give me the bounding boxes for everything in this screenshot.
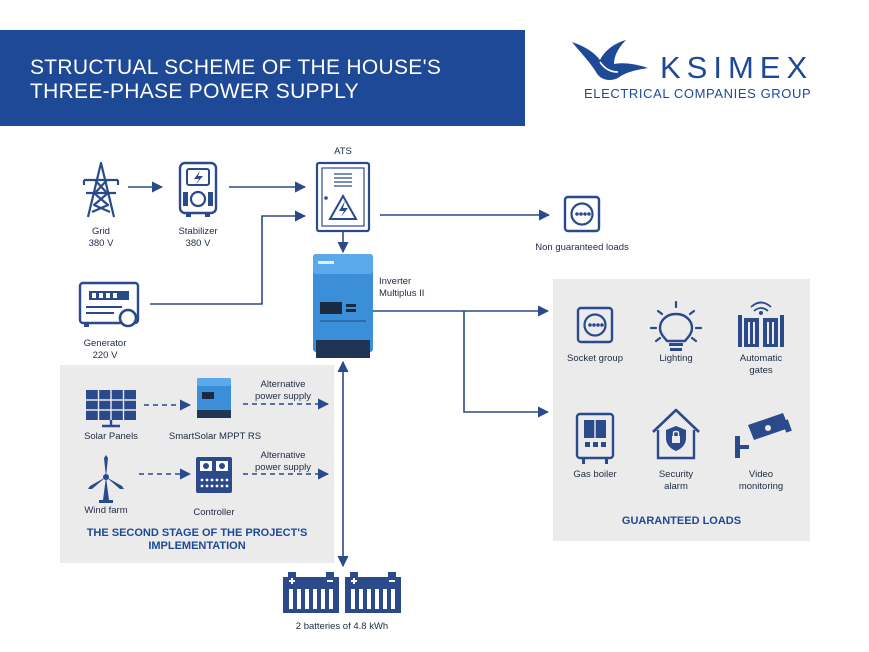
mppt-label: SmartSolar MPPT RS (168, 431, 262, 442)
inverter-icon (313, 254, 373, 358)
generator-icon (78, 281, 140, 328)
boiler-icon (575, 412, 615, 464)
title-line-2: THREE-PHASE POWER SUPPLY (30, 80, 359, 103)
battery-icon (345, 572, 401, 613)
electrical-cabinet-icon (315, 161, 371, 233)
wind-turbine-icon (88, 455, 124, 503)
second-stage-heading: THE SECOND STAGE OF THE PROJECT'S IMPLEM… (86, 527, 308, 552)
guaranteed-loads-heading: GUARANTEED LOADS (621, 515, 742, 527)
generator-label: Generator 220 V (83, 338, 127, 361)
logo-subtitle: ELECTRICAL COMPANIES GROUP (584, 86, 812, 101)
title-bar (0, 30, 525, 126)
lightbulb-icon (649, 300, 703, 351)
page-title: STRUCTUAL SCHEME OF THE HOUSE'S THREE-PH… (30, 56, 510, 104)
power-tower-icon (82, 161, 120, 218)
non-guaranteed-label: Non guaranteed loads (535, 242, 629, 253)
guaranteed-lower-arrow (463, 311, 550, 418)
guaranteed-item-label: Automatic gates (739, 353, 783, 376)
batteries-label: 2 batteries of 4.8 kWh (295, 621, 389, 632)
guaranteed-item-label: Lighting (659, 353, 693, 364)
alt-supply-label-2: Alternative power supply (255, 450, 311, 473)
gate-icon (738, 301, 784, 347)
mppt-controller-icon (197, 378, 231, 418)
wind-label: Wind farm (84, 505, 128, 516)
cctv-camera-icon (735, 413, 792, 458)
generator-to-ats-arrow (150, 210, 307, 305)
logo-name: KSIMEX (660, 50, 814, 85)
controller-label: Controller (193, 507, 235, 518)
socket-icon (563, 195, 601, 233)
alt-supply-label-1: Alternative power supply (255, 379, 311, 402)
stabilizer-icon (178, 161, 218, 217)
grid-label: Grid 380 V (88, 226, 114, 249)
title-line-1: STRUCTUAL SCHEME OF THE HOUSE'S (30, 56, 442, 79)
guaranteed-item-label: Security alarm (658, 469, 694, 492)
socket-icon (576, 306, 614, 344)
solar-label: Solar Panels (84, 431, 138, 442)
battery-icon (283, 572, 339, 613)
guaranteed-item-label: Socket group (567, 353, 623, 364)
inverter-label: Inverter Multiplus II (379, 276, 425, 299)
guaranteed-item-label: Video monitoring (738, 469, 784, 492)
bird-icon (572, 40, 648, 80)
stabilizer-label: Stabilizer 380 V (178, 226, 218, 249)
solar-panel-icon (86, 390, 136, 428)
guaranteed-item-label: Gas boiler (573, 469, 617, 480)
controller-icon (196, 457, 232, 493)
ats-label: ATS (334, 146, 352, 157)
security-house-icon (652, 408, 700, 460)
